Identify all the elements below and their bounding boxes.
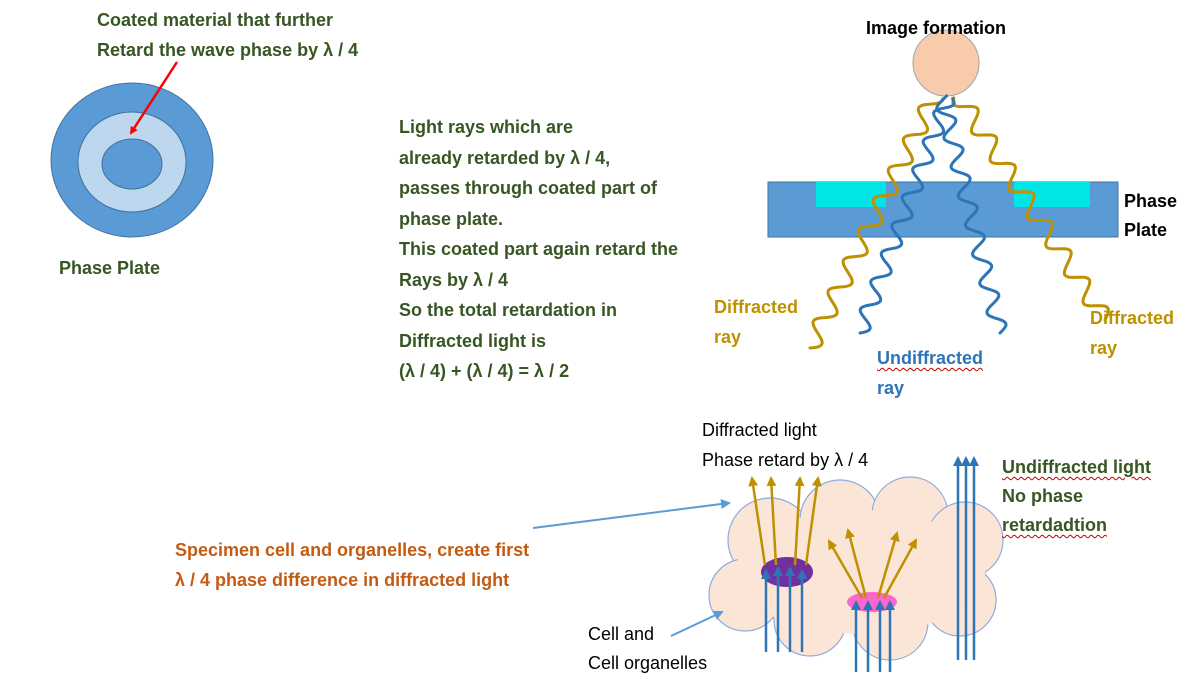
coating-left [816, 182, 886, 207]
undiffracted-light-line: retardadtion [1002, 515, 1108, 535]
phase-plate-rings [50, 82, 214, 238]
coating-right [1014, 182, 1090, 207]
cell-line: Cell organelles [588, 653, 708, 673]
undiffracted-ray-label: Undiffracted ray [877, 343, 983, 403]
diffracted-right-line: Diffracted [1090, 308, 1175, 328]
cell-pointer-arrow [670, 610, 724, 637]
undiffracted-line: ray [877, 378, 905, 398]
cell-line: Cell and [588, 624, 655, 644]
diffracted-left-line: ray [714, 327, 742, 347]
specimen-pointer-arrow [532, 499, 731, 529]
explanation-line: passes through coated part of [399, 178, 658, 198]
phase-plate-bar-label-line: Phase [1124, 191, 1178, 211]
diffracted-light-line: Phase retard by λ / 4 [702, 450, 869, 470]
explanation-line: phase plate. [399, 208, 504, 229]
specimen-line: Specimen cell and organelles, create fir… [175, 540, 530, 560]
undiffracted-wave-left [858, 97, 956, 335]
explanation-line: already retarded by λ / 4, [399, 147, 611, 168]
undiffracted-light-label: Undiffracted light No phase retardadtion [1002, 453, 1151, 540]
explanation-line: Light rays which are [399, 117, 574, 137]
callout-line-1: Coated material that further [97, 10, 334, 30]
diffracted-wave-left [808, 97, 945, 350]
diffracted-wave-right [951, 96, 1111, 322]
undiffracted-wave-right [935, 94, 1008, 335]
diffracted-right-line: ray [1090, 338, 1118, 358]
diffracted-ray-right-label: Diffracted ray [1090, 303, 1174, 363]
specimen-label: Specimen cell and organelles, create fir… [175, 535, 529, 595]
explanation-line: Rays by λ / 4 [399, 269, 509, 290]
diffracted-left-line: Diffracted [714, 297, 799, 317]
cell-label: Cell and Cell organelles [588, 620, 707, 678]
phase-plate-bar-label-line: Plate [1124, 220, 1168, 240]
specimen-line: λ / 4 phase difference in diffracted lig… [175, 570, 510, 590]
undiffracted-light-line: Undiffracted light [1002, 457, 1151, 477]
phase-plate-bar-label: Phase Plate [1124, 187, 1177, 245]
explanation-line: (λ / 4) + (λ / 4) = λ / 2 [399, 361, 570, 381]
cell-undiffracted-arrows [761, 456, 979, 672]
undiffracted-light-line: No phase [1002, 486, 1084, 506]
diffracted-light-line: Diffracted light [702, 420, 817, 440]
explanation-line: So the total retardation in [399, 300, 618, 320]
explanation-line: Diffracted light is [399, 330, 547, 351]
image-formation-label: Image formation [866, 18, 1007, 38]
callout-text: Coated material that further Retard the … [97, 5, 358, 65]
phase-plate-caption: Phase Plate [59, 258, 161, 278]
light-waves [808, 94, 1111, 350]
explanation-text: Light rays which are already retarded by… [399, 112, 678, 387]
diffracted-light-label: Diffracted light Phase retard by λ / 4 [702, 415, 868, 475]
explanation-line: This coated part again retard the [399, 239, 679, 259]
diffracted-ray-left-label: Diffracted ray [714, 292, 798, 352]
callout-line-2: Retard the wave phase by λ / 4 [97, 40, 359, 60]
cell-diffracted-arrows [748, 476, 918, 599]
undiffracted-line: Undiffracted [877, 348, 984, 368]
phase-plate-center [101, 138, 163, 190]
organelle-purple [761, 557, 813, 587]
callout-arrow [129, 61, 179, 135]
